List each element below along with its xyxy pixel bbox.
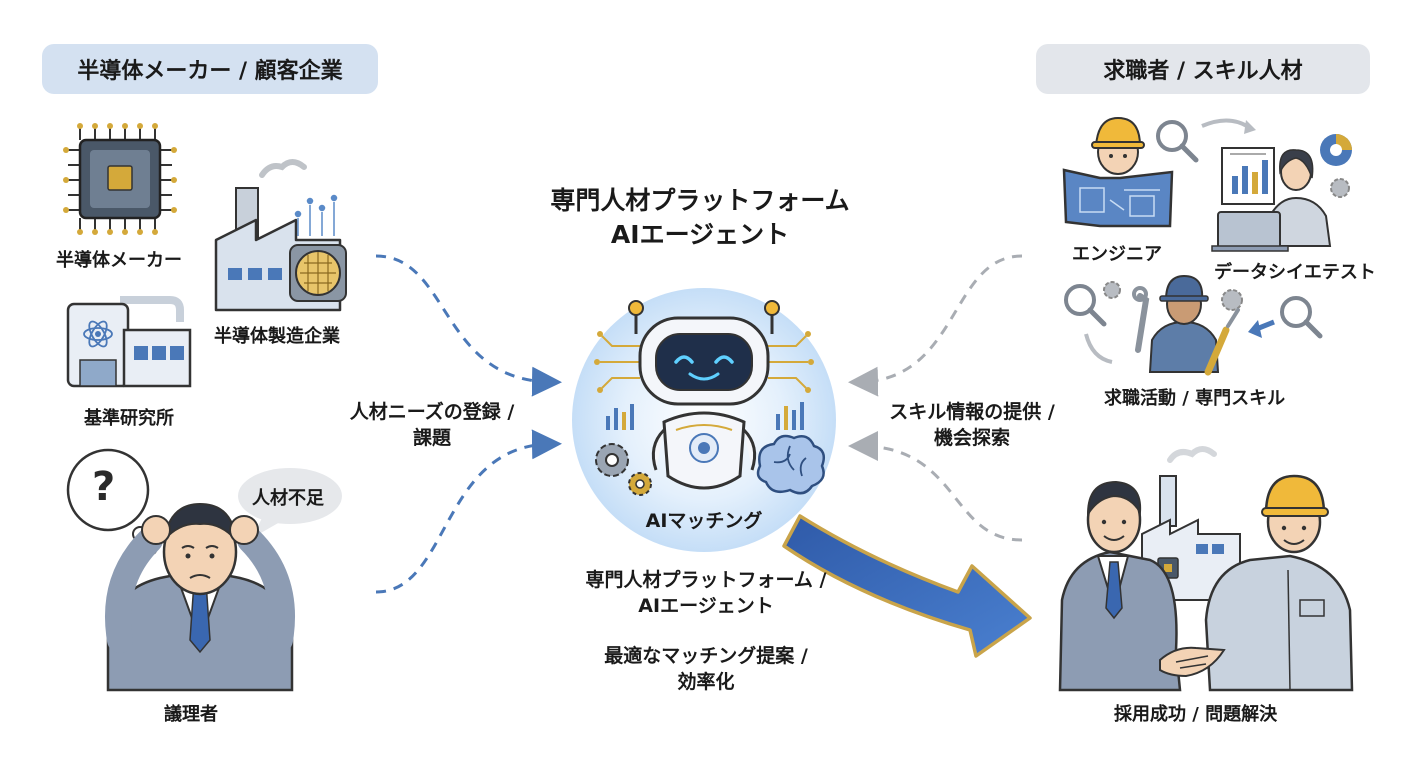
label-hiring-success: 採用成功 / 問題解決	[1114, 700, 1277, 726]
center-title-line2: AIエージェント	[520, 218, 880, 252]
flow-right-label: スキル情報の提供 / 機会探索	[872, 400, 1072, 451]
chip-icon	[63, 123, 177, 235]
flow-left-label: 人材ニーズの登録 / 課題	[332, 400, 532, 451]
caption-optimal-matching-line2: 効率化	[556, 670, 856, 696]
flow-left-label-line2: 課題	[332, 426, 532, 452]
label-job-seeking: 求職活動 / 専門スキル	[1104, 384, 1285, 410]
data-scientist-icon	[1212, 134, 1352, 251]
factory-icon	[216, 162, 346, 310]
caption-optimal-matching: 最適なマッチング提案 / 効率化	[556, 644, 856, 695]
label-research-lab: 基準研究所	[84, 404, 174, 430]
research-lab-icon	[68, 300, 190, 386]
center-title: 専門人材プラットフォーム AIエージェント	[520, 184, 880, 252]
label-semiconductor-manufacturer: 半導体製造企業	[214, 322, 340, 348]
caption-platform-line1: 専門人材プラットフォーム /	[556, 568, 856, 594]
handshake-icon	[1060, 449, 1352, 690]
thought-question-mark: ?	[92, 464, 115, 510]
flow-left-top	[376, 256, 550, 382]
flow-left-label-line1: 人材ニーズの登録 /	[332, 400, 532, 426]
job-seeker-icon	[1066, 276, 1320, 372]
flow-right-label-line1: スキル情報の提供 /	[872, 400, 1072, 426]
curved-arrow-icon	[1202, 120, 1250, 128]
caption-platform-line2: AIエージェント	[556, 594, 856, 620]
label-manager: 議理者	[164, 700, 218, 726]
flow-left-bottom	[376, 444, 550, 592]
label-semiconductor-maker: 半導体メーカー	[56, 246, 182, 272]
flow-right-top	[860, 256, 1022, 382]
caption-platform: 専門人材プラットフォーム / AIエージェント	[556, 568, 856, 619]
robot-label: AIマッチング	[644, 506, 764, 533]
flow-right-label-line2: 機会探索	[872, 426, 1072, 452]
flow-right-bottom	[860, 446, 1022, 540]
speech-bubble-text: 人材不足	[252, 484, 324, 510]
engineer-icon	[1064, 118, 1172, 226]
search-icon	[1158, 122, 1196, 160]
caption-optimal-matching-line1: 最適なマッチング提案 /	[556, 644, 856, 670]
center-title-line1: 専門人材プラットフォーム	[520, 184, 880, 218]
label-engineer: エンジニア	[1072, 240, 1162, 266]
label-data-scientist: データシイエテスト	[1214, 258, 1376, 284]
brain-icon	[758, 436, 824, 493]
